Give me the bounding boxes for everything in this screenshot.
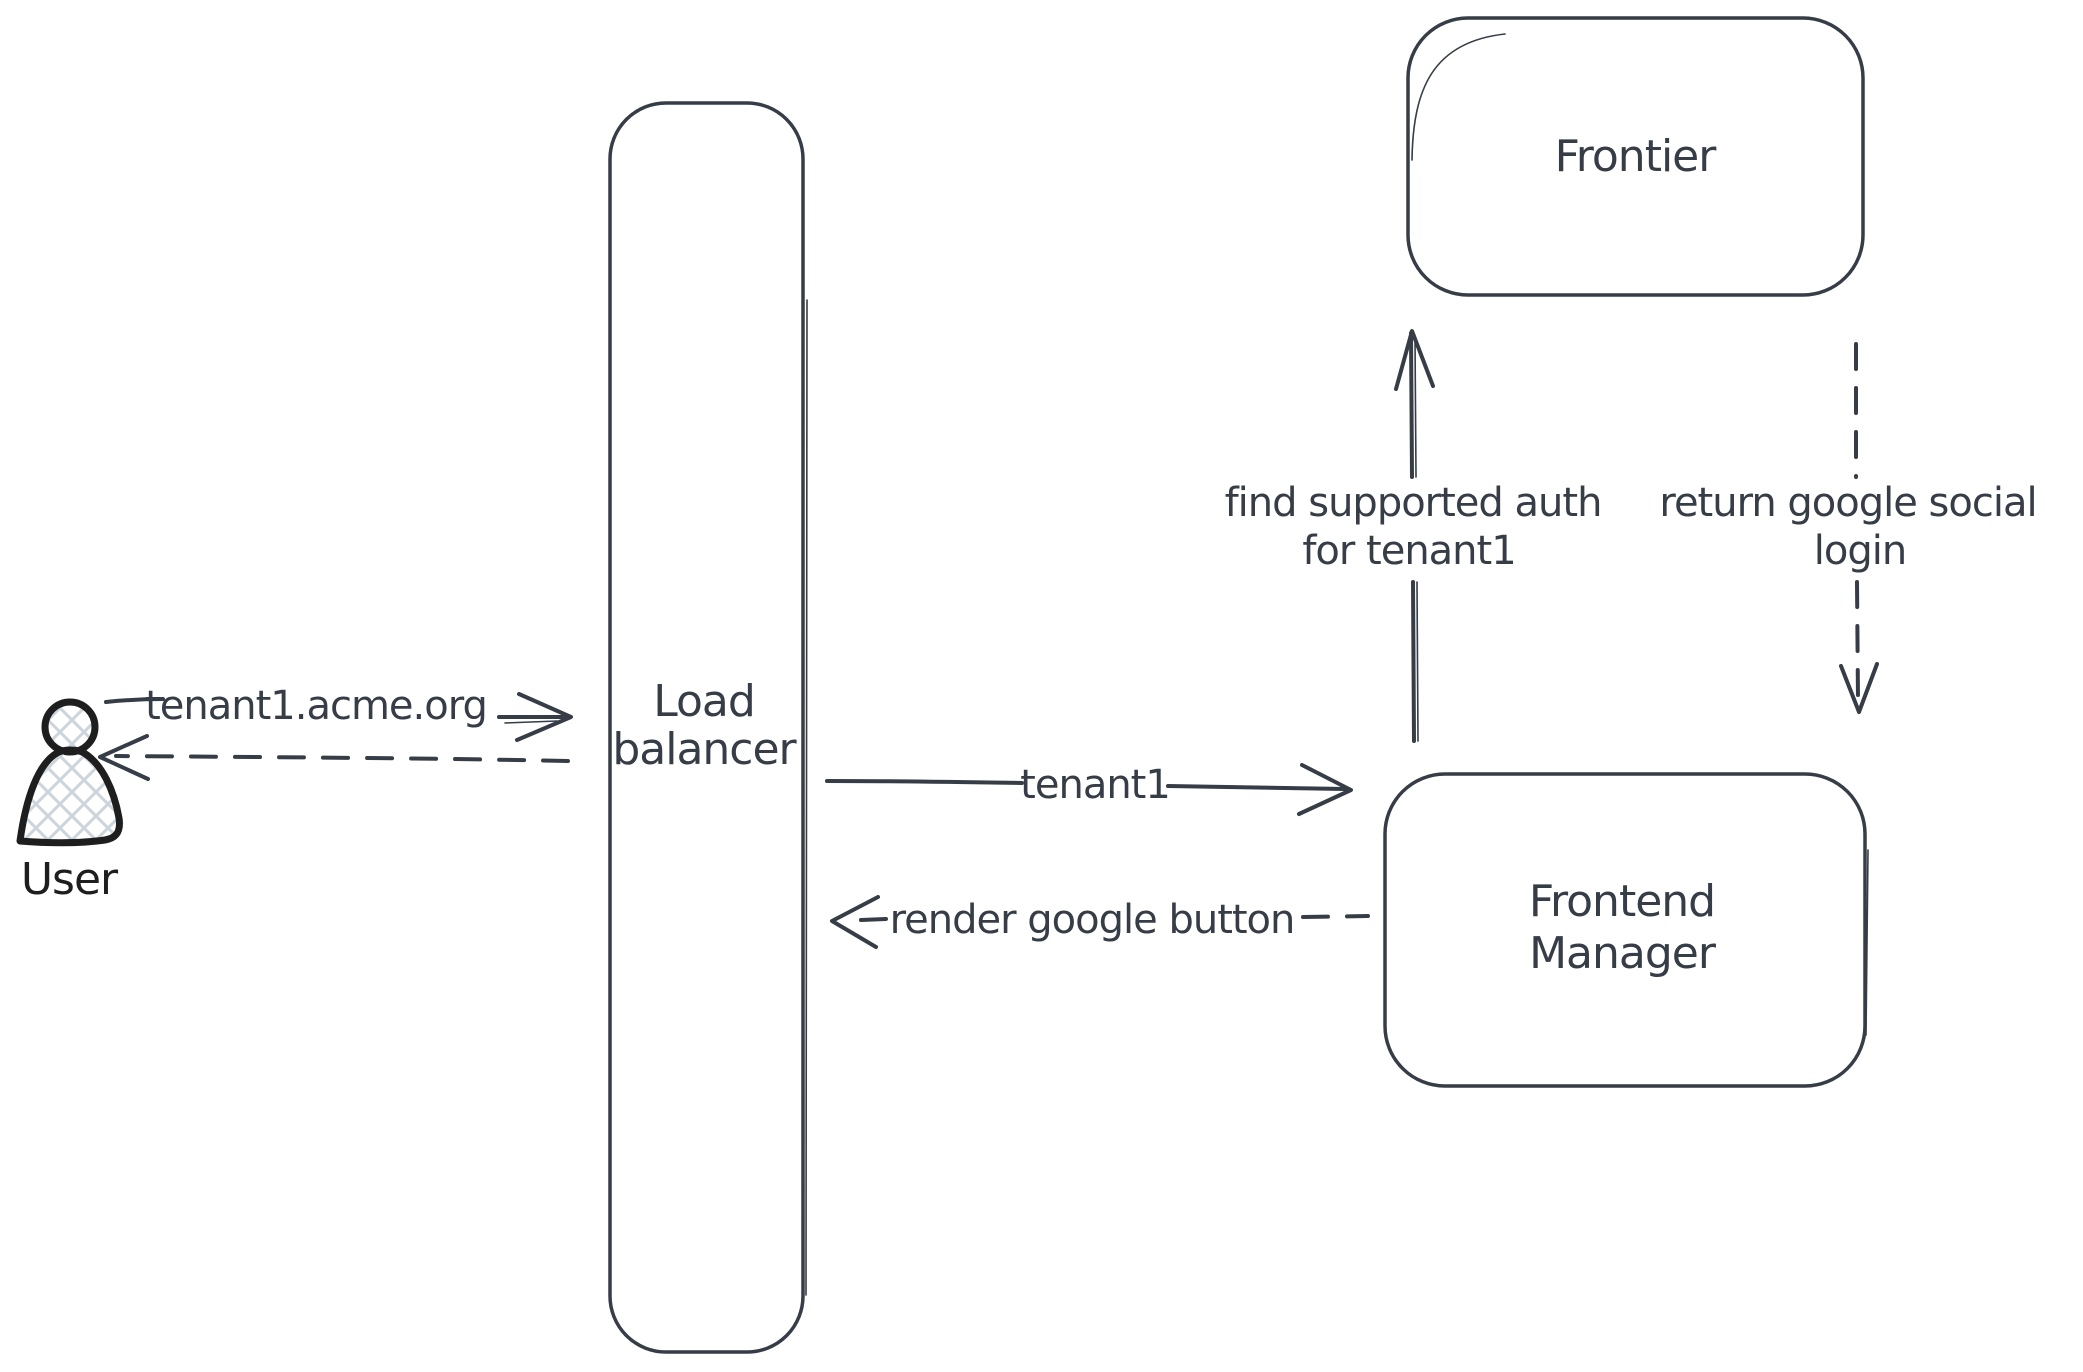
edge-shaft-sketch <box>1416 581 1419 742</box>
node-frontier: Frontier <box>1406 16 1865 297</box>
load-balancer-label-line1: Load <box>653 676 755 727</box>
arrowhead-left <box>98 734 150 781</box>
edge-frontier-to-frontend-manager: return google social login <box>1659 342 2038 714</box>
arrowhead-up <box>1394 329 1435 391</box>
user-actor: User <box>16 698 123 905</box>
edge-frontend-manager-to-load-balancer: render google button <box>830 895 1370 949</box>
edge-shaft-sketch <box>504 720 558 724</box>
user-icon-body <box>16 746 123 847</box>
edge-shaft-sketch <box>1414 337 1417 478</box>
frontier-box-sketch-corner <box>1411 33 1506 161</box>
frontend-manager-box <box>1383 772 1867 1088</box>
edge-label-line2: login <box>1814 528 1906 574</box>
frontend-manager-label-line1: Frontend <box>1529 876 1715 927</box>
edge-label: tenant1.acme.org <box>145 683 487 729</box>
edge-shaft <box>1855 580 1860 702</box>
edge-frontend-manager-to-frontier: find supported auth for tenant1 <box>1225 329 1602 743</box>
edge-shaft <box>825 779 1024 785</box>
edge-label: render google button <box>890 897 1295 943</box>
arrowhead-right <box>1297 763 1353 816</box>
frontend-manager-box-sketch-line <box>1865 849 1869 1036</box>
arrowhead-left <box>830 895 880 949</box>
edge-user-to-load-balancer: tenant1.acme.org <box>104 683 573 742</box>
edge-shaft <box>1409 331 1414 479</box>
load-balancer-box <box>608 101 805 1354</box>
edge-shaft <box>104 697 165 704</box>
load-balancer-label-line2: balancer <box>612 724 797 775</box>
user-label: User <box>21 854 119 905</box>
edge-load-balancer-to-user <box>98 734 570 781</box>
edge-label-line1: find supported auth <box>1225 480 1602 526</box>
frontier-label: Frontier <box>1555 131 1718 182</box>
edge-load-balancer-to-frontend-manager: tenant1 <box>825 762 1353 816</box>
edge-shaft <box>1411 580 1416 743</box>
edge-shaft <box>859 917 888 922</box>
node-load-balancer: Load balancer <box>608 101 808 1354</box>
arrowhead-right <box>515 692 573 742</box>
edge-label-line2: for tenant1 <box>1302 528 1515 574</box>
user-icon <box>41 698 99 756</box>
edge-label: tenant1 <box>1020 762 1170 808</box>
edge-label-line1: return google social <box>1659 480 2036 526</box>
edge-shaft <box>1301 914 1370 919</box>
edge-shaft <box>114 754 570 763</box>
load-balancer-box-sketch-line <box>805 299 808 1296</box>
arrowhead-down <box>1839 662 1879 714</box>
frontier-box <box>1406 16 1865 297</box>
frontend-manager-label-line2: Manager <box>1529 928 1717 979</box>
node-frontend-manager: Frontend Manager <box>1383 772 1869 1088</box>
edge-shaft <box>1166 784 1347 791</box>
